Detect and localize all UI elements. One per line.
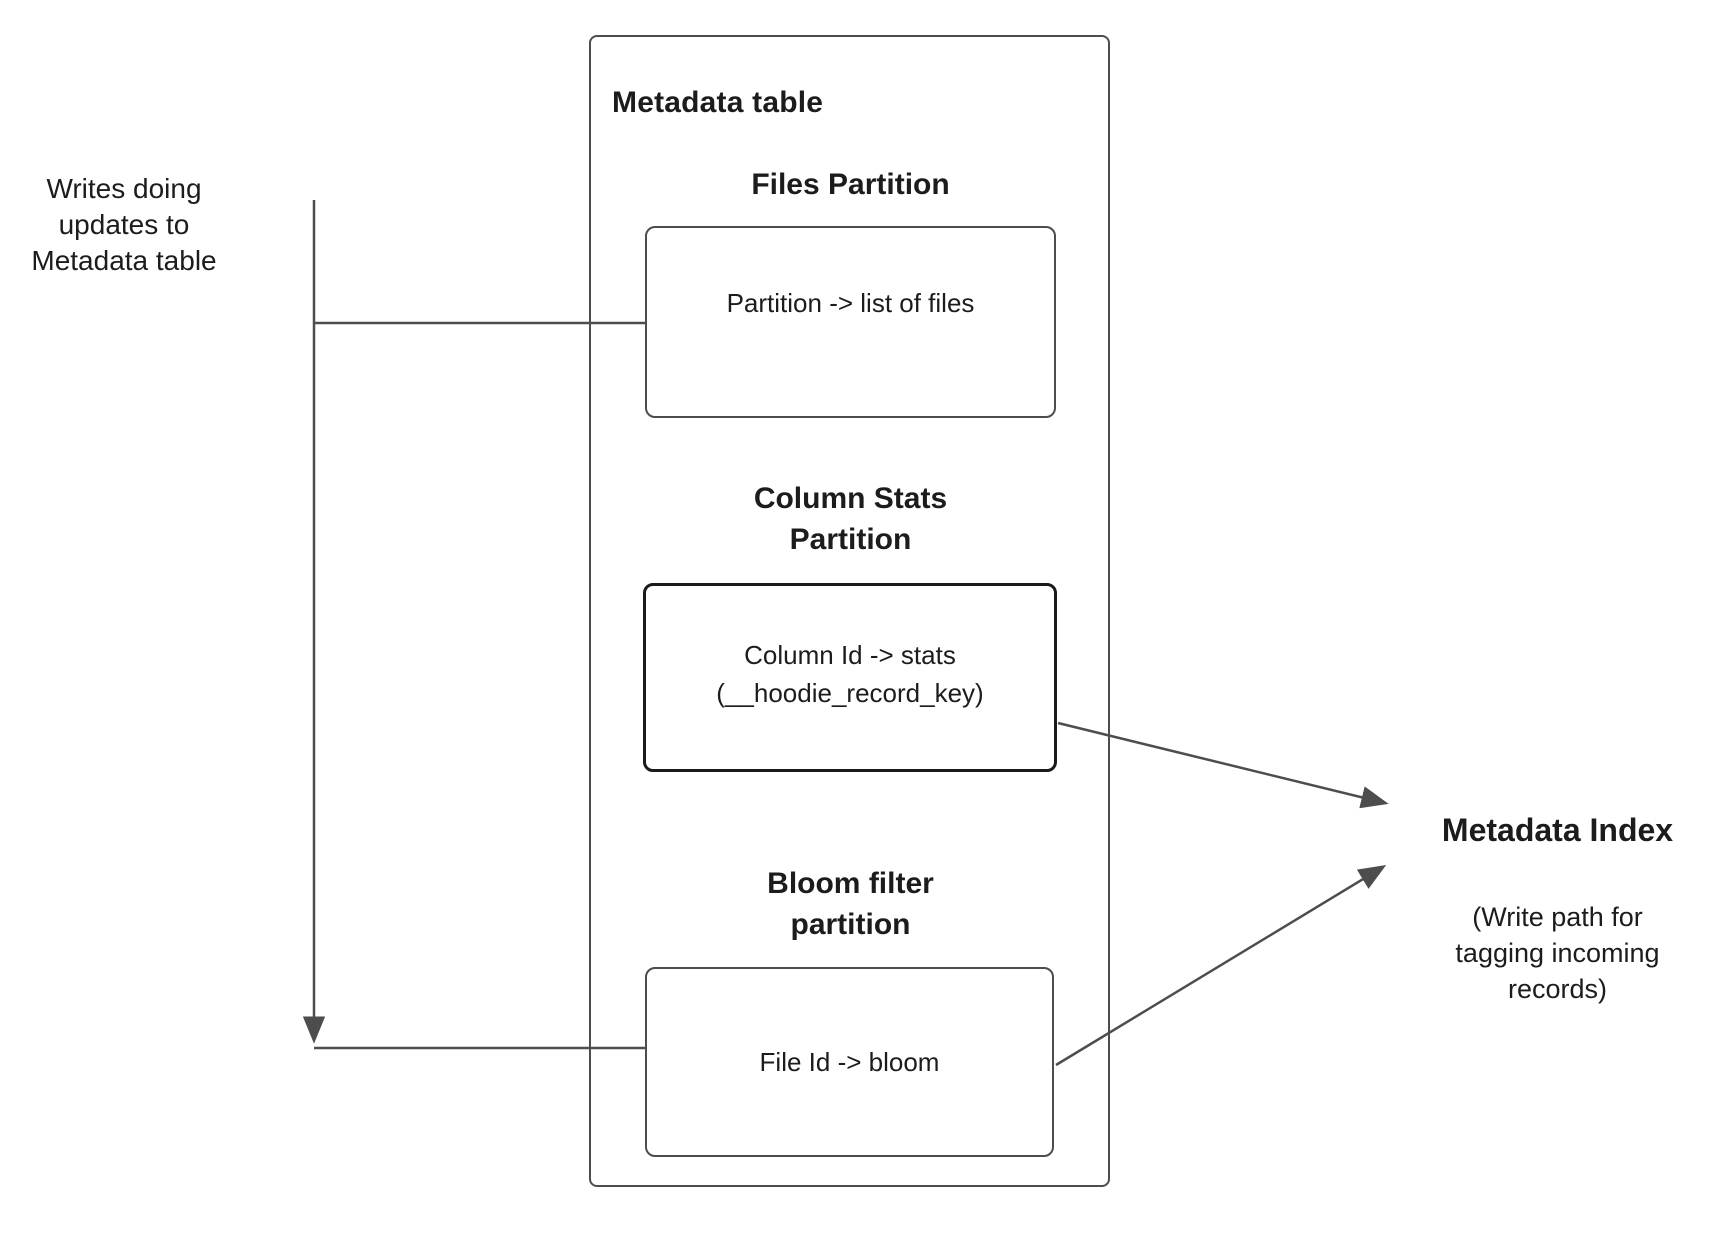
bloom-filter-partition-heading: Bloom filter partition: [767, 867, 934, 941]
bloom-filter-partition-box-text: File Id -> bloom: [759, 1047, 940, 1077]
metadata-table-title: Metadata table: [612, 86, 824, 119]
files-partition-box-text: Partition -> list of files: [726, 288, 975, 318]
files-partition-heading: Files Partition: [751, 168, 950, 201]
bloom-filter-partition-box: File Id -> bloom: [645, 967, 1054, 1157]
metadata-table-box: [589, 35, 1110, 1187]
column-stats-partition-box: Column Id -> stats (__hoodie_record_key): [643, 583, 1057, 772]
writes-note: Writes doing updates to Metadata table: [31, 173, 217, 276]
column-stats-partition-box-text: Column Id -> stats (__hoodie_record_key): [716, 639, 984, 708]
files-partition-box: Partition -> list of files: [645, 226, 1056, 418]
column-stats-partition-heading: Column Stats Partition: [753, 482, 948, 556]
metadata-index-subtitle: (Write path for tagging incoming records…: [1455, 902, 1660, 1004]
metadata-index-title: Metadata Index: [1441, 812, 1674, 848]
